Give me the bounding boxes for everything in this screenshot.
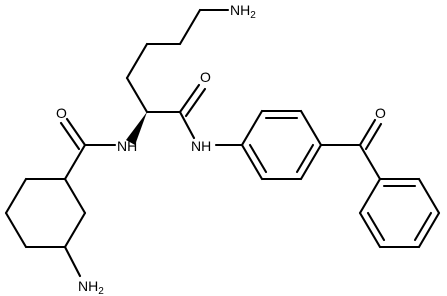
side-chain-bonds xyxy=(125,8,230,114)
nh-right-label: NH xyxy=(191,138,211,154)
oxygen-left-amide-label: O xyxy=(56,105,67,121)
phenyl-ring-terminal xyxy=(358,177,441,249)
right-amide-bonds xyxy=(145,83,244,147)
nh-left-label: NH xyxy=(117,138,137,154)
ketone-bonds xyxy=(319,118,383,181)
oxygen-right-amide-label: O xyxy=(200,69,211,85)
left-amide-bonds xyxy=(59,117,117,181)
oxygen-ketone-label: O xyxy=(375,105,386,121)
phenyl-ring-para xyxy=(240,109,323,181)
cyclohexane-ring xyxy=(4,177,87,278)
nh2-bottom-label: NH2 xyxy=(78,278,104,296)
stereo-wedge-bond xyxy=(126,112,147,145)
nh2-top-label: NH2 xyxy=(230,2,256,21)
